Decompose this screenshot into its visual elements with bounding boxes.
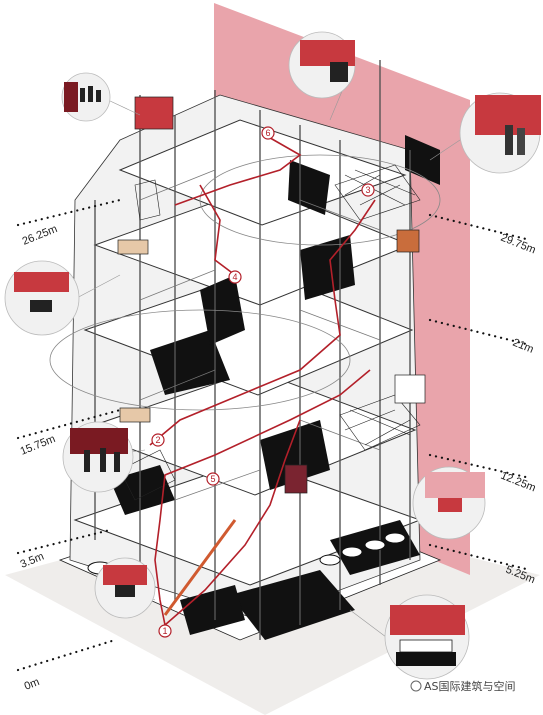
perspective-vignette (4, 260, 80, 336)
level-label-left: 0m (23, 676, 42, 693)
perspective-vignette (288, 31, 356, 99)
red-escalator (163, 519, 237, 616)
route-marker: 4 (228, 270, 242, 284)
route-marker: 1 (158, 624, 172, 638)
building-structure (49, 60, 442, 641)
watermark: AS国际建筑与空间 (410, 679, 516, 693)
perspective-vignette (384, 594, 470, 680)
perspective-vignette (459, 92, 541, 174)
level-label-right: 29.75m (499, 232, 538, 257)
svg-text:6: 6 (265, 128, 270, 138)
wechat-icon (410, 680, 422, 692)
svg-text:AS国际建筑与空间: AS国际建筑与空间 (424, 679, 516, 693)
perspective-vignette (61, 72, 111, 122)
perspective-vignette (94, 557, 156, 619)
svg-text:4: 4 (232, 272, 237, 282)
perspective-vignette (62, 421, 134, 493)
level-label-left: 26.25m (21, 223, 60, 248)
route-marker: 6 (261, 126, 275, 140)
svg-text:2: 2 (155, 435, 160, 445)
svg-text:1: 1 (162, 626, 167, 636)
level-label-right: 21m (511, 337, 535, 356)
route-marker: 3 (361, 183, 375, 197)
svg-text:3: 3 (365, 185, 370, 195)
route-marker: 2 (151, 433, 165, 447)
level-label-right: 12.25m (499, 470, 538, 495)
svg-text:5: 5 (210, 474, 215, 484)
route-marker: 5 (206, 472, 220, 486)
perspective-vignette (412, 466, 486, 540)
